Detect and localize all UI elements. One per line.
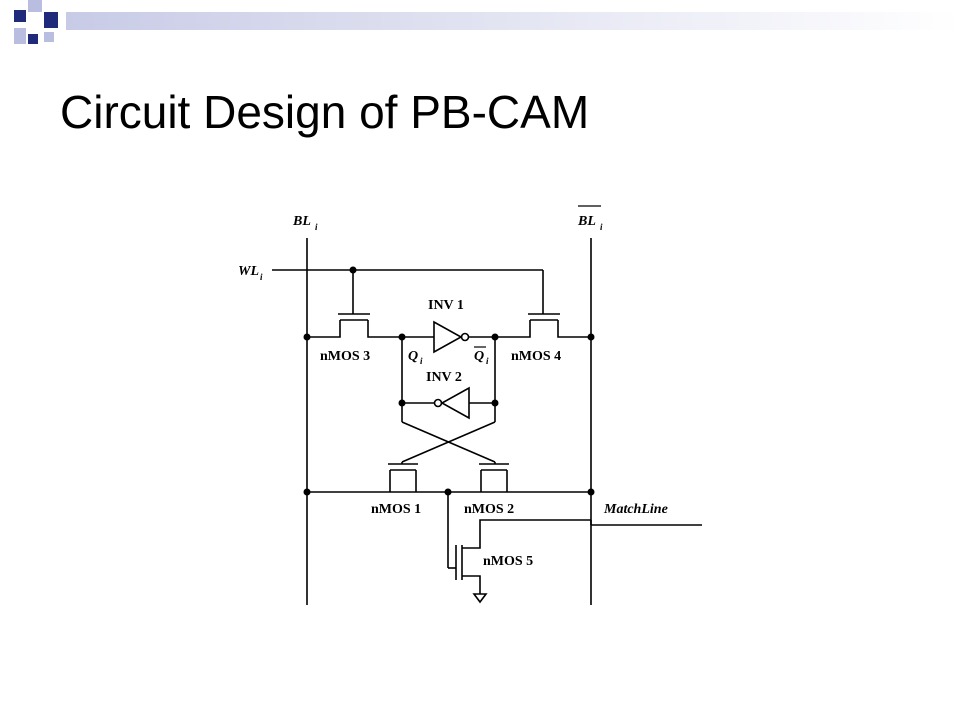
inv2-label: INV 2 <box>426 370 462 385</box>
header-square-dark-2 <box>44 12 58 28</box>
header-square-light-2 <box>14 28 26 44</box>
bl-right-label: BL <box>577 214 596 229</box>
inverter-2 <box>402 386 495 420</box>
wl-subscript: i <box>260 272 263 282</box>
header-decoration <box>14 0 960 44</box>
slide-header-bar <box>0 0 960 60</box>
nmos3-transistor <box>307 270 402 338</box>
bitline-right-junction-bottom <box>587 488 595 496</box>
qbar-subscript: i <box>486 356 489 366</box>
bitline-left-junction-top <box>303 333 311 341</box>
bitline-right-junction-top <box>587 333 595 341</box>
nmos1-label: nMOS 1 <box>371 502 421 517</box>
nmos2-transistor <box>479 462 509 492</box>
nmos4-label: nMOS 4 <box>511 349 561 364</box>
bl-left-subscript: i <box>315 222 318 232</box>
inverter-1 <box>402 320 495 354</box>
nmos3-label: nMOS 3 <box>320 349 370 364</box>
header-square-light-1 <box>28 0 42 12</box>
nmos1-transistor <box>388 462 418 492</box>
header-square-dark-3 <box>28 34 38 44</box>
header-gradient-band <box>66 12 960 30</box>
matchline-label: MatchLine <box>603 502 668 517</box>
bitline-left-junction-bottom <box>303 488 311 496</box>
nmos2-label: nMOS 2 <box>464 502 514 517</box>
header-square-light-3 <box>44 32 54 42</box>
cross-wire-2 <box>401 421 496 463</box>
header-square-dark-1 <box>14 10 26 22</box>
inv1-label: INV 1 <box>428 298 464 313</box>
nmos4-transistor <box>495 270 591 338</box>
slide-title: Circuit Design of PB-CAM <box>60 86 590 138</box>
ground-symbol <box>472 593 488 604</box>
bl-left-label: BL <box>292 214 311 229</box>
bl-right-subscript: i <box>600 222 603 232</box>
wl-label: WL <box>238 264 259 279</box>
nmos5-transistor <box>447 492 591 594</box>
q-label: Q <box>408 349 418 364</box>
q-subscript: i <box>420 356 423 366</box>
qbar-label: Q <box>474 349 484 364</box>
nmos5-label: nMOS 5 <box>483 554 533 569</box>
